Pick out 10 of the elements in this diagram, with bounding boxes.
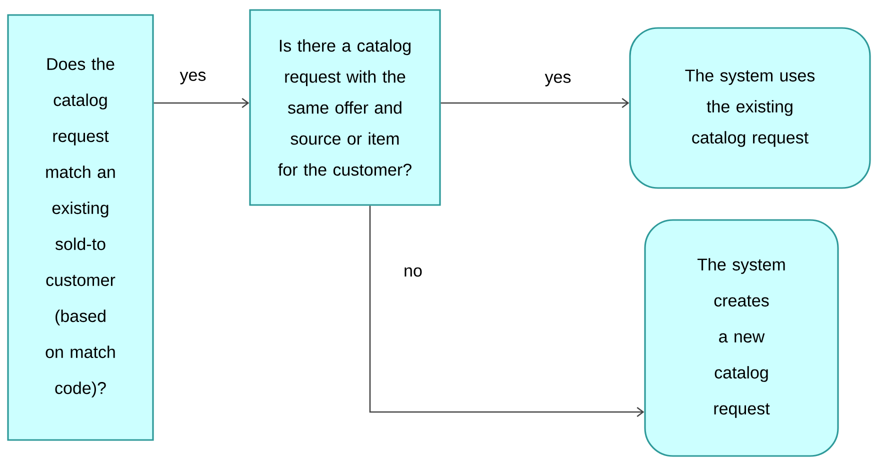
rounded-box: The system uses the existing catalog request [629, 27, 871, 189]
rounded-box: The system creates a new catalog request [644, 219, 839, 457]
edge-label: no [404, 267, 422, 277]
arrow [440, 98, 630, 108]
edge-label: yes [544, 74, 571, 86]
edge-label: yes [180, 72, 206, 84]
arrow [154, 98, 250, 108]
process-box: Does the catalog request match an existing sold-to customer (based on match code)? [7, 14, 154, 441]
arrow [369, 206, 644, 418]
process-box: Is there a catalog request with the same offer and source or item for the customer? [249, 9, 441, 206]
